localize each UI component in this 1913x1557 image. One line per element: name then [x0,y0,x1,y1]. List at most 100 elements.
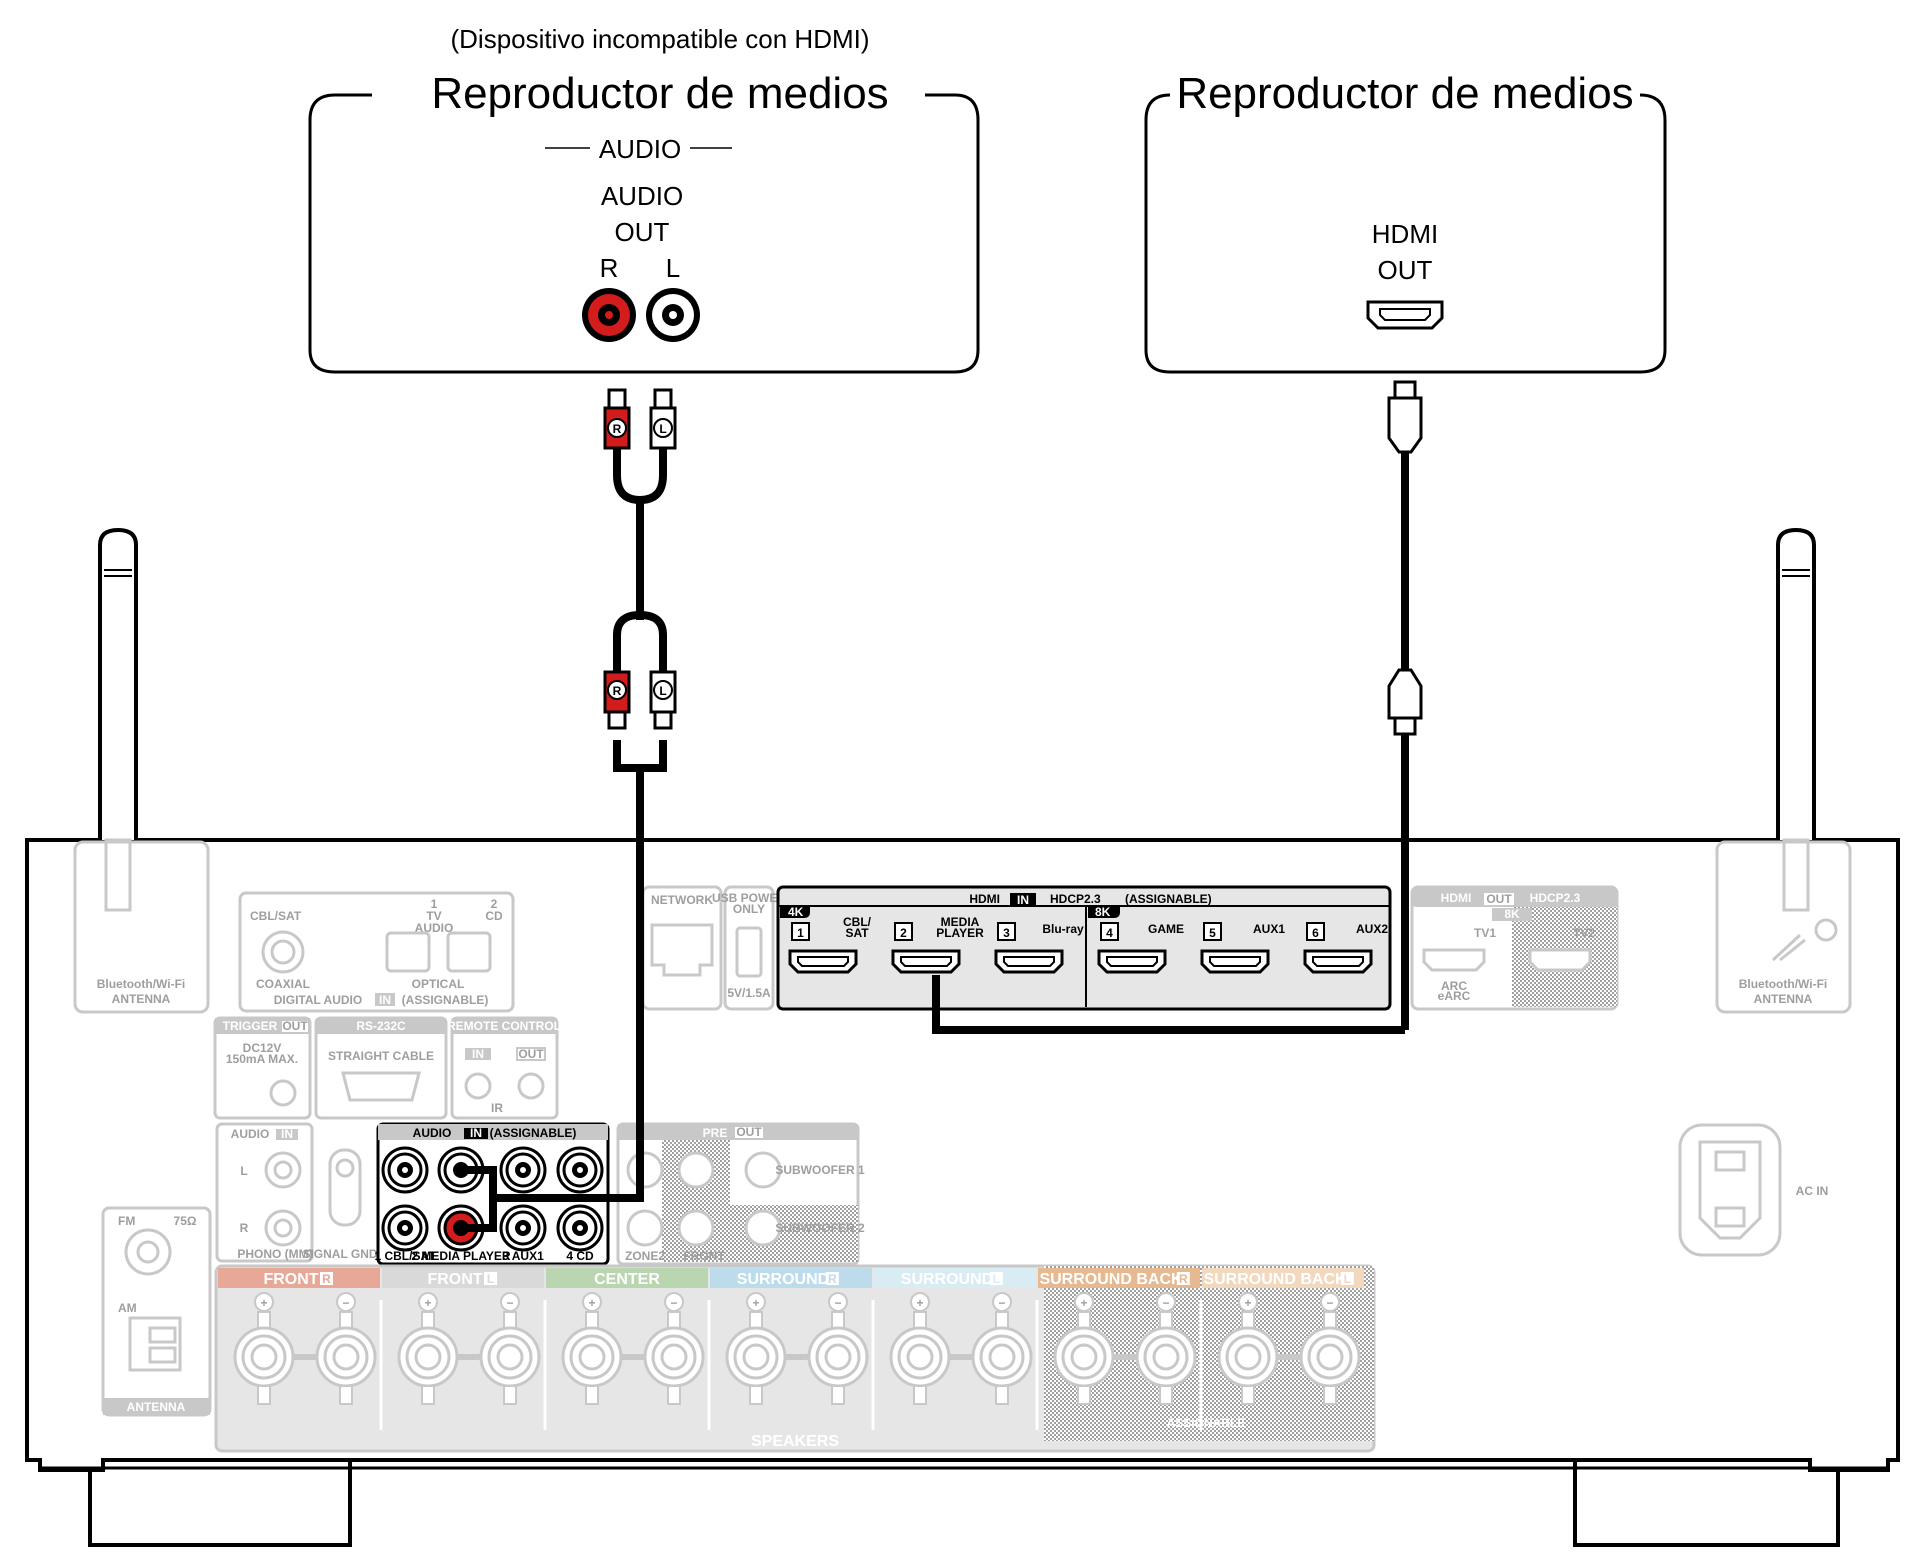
svg-text:1: 1 [797,926,804,940]
hdmi-in-section: HDMI IN HDCP2.3 (ASSIGNABLE) 4K 8K 1CBL/… [776,885,1392,1011]
svg-text:8K: 8K [1504,907,1520,921]
svg-text:ANTENNA: ANTENNA [112,992,171,1006]
hdmi-input-6[interactable]: 6 AUX2 [1303,922,1388,974]
svg-text:6: 6 [1312,926,1319,940]
audio-in-jack-1-r[interactable] [381,1204,429,1252]
trigger-out: TRIGGER OUT DC12V 150mA MAX. [213,1016,312,1120]
audio-out-label-2: OUT [615,217,670,247]
audio-section-label: AUDIO [599,134,681,164]
svg-text:SAT: SAT [845,926,869,940]
svg-text:(ASSIGNABLE): (ASSIGNABLE) [402,993,489,1007]
svg-text:OPTICAL: OPTICAL [412,977,465,991]
audio-in-jack-4-r[interactable] [556,1204,604,1252]
svg-text:SUBWOOFER 1: SUBWOOFER 1 [775,1163,865,1177]
svg-text:R: R [1179,1272,1188,1286]
svg-text:DC12V: DC12V [243,1041,282,1055]
audio-in-jack-2-r[interactable] [437,1204,485,1252]
svg-text:FRONT: FRONT [263,1271,318,1288]
svg-text:FRONT: FRONT [683,1249,725,1263]
svg-text:2: 2 [491,897,498,911]
svg-text:IN: IN [379,993,391,1007]
svg-text:IN: IN [470,1126,482,1140]
svg-text:+: + [1244,1296,1251,1310]
rca-cable: R L R L [465,388,677,1232]
svg-text:USB POWER: USB POWER [712,891,786,905]
svg-text:IN: IN [472,1047,484,1061]
svg-text:−: − [670,1296,677,1310]
svg-text:R: R [828,1272,837,1286]
audio-in-jack-3-l[interactable] [499,1146,547,1194]
svg-text:−: − [1162,1296,1169,1310]
svg-text:CBL/SAT: CBL/SAT [250,909,302,923]
svg-text:PRE: PRE [703,1126,728,1140]
svg-text:2 MEDIA PLAYER: 2 MEDIA PLAYER [411,1249,510,1263]
svg-text:CD: CD [485,909,503,923]
svg-text:AUDIO: AUDIO [413,1126,452,1140]
svg-text:NETWORK: NETWORK [651,893,713,907]
left-antenna [98,527,138,912]
svg-text:FM: FM [118,1214,135,1228]
right-antenna-panel: Bluetooth/Wi-Fi ANTENNA [1715,840,1852,1014]
right-antenna [1776,527,1816,912]
svg-text:ASSIGNABLE: ASSIGNABLE [1167,1416,1246,1430]
left-antenna-panel: Bluetooth/Wi-Fi ANTENNA [73,840,210,1014]
ac-in: AC IN [1678,1123,1828,1257]
svg-text:L: L [993,1272,1000,1286]
svg-text:GAME: GAME [1148,922,1184,936]
svg-text:3 AUX1: 3 AUX1 [502,1249,544,1263]
svg-text:5V/1.5A: 5V/1.5A [727,986,771,1000]
network-port: NETWORK [641,885,723,1011]
svg-text:SURROUND: SURROUND [901,1271,993,1288]
remote-control-ports: REMOTE CONTROL IN OUT IR [447,1016,561,1120]
svg-text:150mA MAX.: 150mA MAX. [226,1052,298,1066]
rca-jack-r[interactable] [582,288,636,342]
rca-jack-l[interactable] [646,288,700,342]
audio-in-jack-4-l[interactable] [556,1146,604,1194]
pre-out-section: PRE OUT SUBWOOFER 1 SUBWOOFER 2 ZONE2 FR… [616,1122,865,1266]
svg-text:MEDIA: MEDIA [941,915,980,929]
phono-input: AUDIO IN L R PHONO (MM) SIGNAL GND [215,1122,378,1263]
svg-text:FRONT: FRONT [427,1271,482,1288]
hdmi-cable [932,380,1423,1034]
svg-text:PLAYER: PLAYER [936,926,984,940]
svg-text:eARC: eARC [1438,989,1471,1003]
audio-in-jack-1-l[interactable] [381,1146,429,1194]
left-foot [88,1460,352,1547]
svg-text:SPEAKERS: SPEAKERS [751,1433,839,1450]
svg-text:ARC: ARC [1441,979,1467,993]
svg-text:HDMI: HDMI [969,892,1000,906]
svg-text:+: + [424,1296,431,1310]
svg-text:REMOTE CONTROL: REMOTE CONTROL [447,1019,561,1033]
svg-text:AUX2: AUX2 [1356,922,1388,936]
hdmi-incompatible-note: (Dispositivo incompatible con HDMI) [450,24,869,54]
speaker-group-center: CENTER + − [546,1268,711,1430]
svg-text:TRIGGER: TRIGGER [223,1019,278,1033]
svg-text:IR: IR [491,1101,503,1115]
svg-text:HDCP2.3: HDCP2.3 [1050,892,1101,906]
hdmi-out-label-1: HDMI [1372,219,1438,249]
svg-text:AUX1: AUX1 [1253,922,1285,936]
audio-in-jack-3-r[interactable] [499,1204,547,1252]
svg-text:−: − [342,1296,349,1310]
audio-in-section: AUDIO IN (ASSIGNABLE) 1 CBL/SAT 2 MEDIA … [374,1122,610,1266]
svg-text:Bluetooth/Wi-Fi: Bluetooth/Wi-Fi [97,977,186,991]
svg-text:+: + [588,1296,595,1310]
svg-text:(ASSIGNABLE): (ASSIGNABLE) [1125,892,1212,906]
svg-text:TV2: TV2 [1573,926,1595,940]
svg-text:CENTER: CENTER [594,1271,660,1288]
svg-text:L: L [1344,1272,1351,1286]
plug-l-label: L [659,422,666,436]
svg-text:IN: IN [281,1127,293,1141]
svg-text:R: R [322,1272,331,1286]
svg-text:2: 2 [900,926,907,940]
